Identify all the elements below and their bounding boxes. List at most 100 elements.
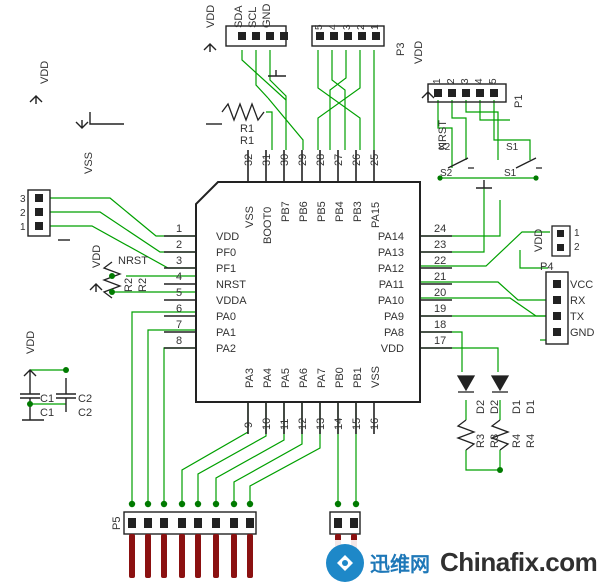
- c1b-label: C1: [40, 407, 54, 419]
- s1-label-bot: S1: [504, 168, 517, 179]
- wire-caps: [30, 369, 66, 405]
- r2-resistor-icon: [102, 261, 122, 299]
- power-symbols: [22, 43, 492, 421]
- p1-pins: [434, 89, 498, 97]
- d1-label-b: D1: [525, 400, 537, 414]
- pb-header: [329, 511, 361, 535]
- pin-num: 20: [434, 287, 446, 299]
- p2-pin-scl: SCL: [247, 7, 259, 28]
- vss-label: VSS: [83, 152, 95, 174]
- vdd-cap-arrow-icon: [23, 369, 37, 378]
- vdd-nrst-label: VDD: [91, 245, 103, 268]
- mcu-top-pins: 32 31 30 29 28 27 26 25 VSS BOOT0 PB7 PB…: [243, 154, 382, 244]
- p3-pins: [316, 32, 380, 40]
- switches: [447, 157, 542, 169]
- vdd-jumper-label: VDD: [533, 229, 545, 252]
- vdd-cap-label: VDD: [25, 331, 37, 354]
- watermark: 迅维网 Chinafix.com: [320, 540, 600, 585]
- p2-pins: [238, 32, 288, 40]
- pin-label: PB6: [298, 201, 310, 222]
- r2-label-b: R2: [137, 278, 149, 292]
- p2-pin-sda: SDA: [233, 5, 245, 28]
- pin-label: PA3: [244, 368, 256, 388]
- wire-r1: [266, 111, 273, 150]
- p3-pin: 4: [328, 24, 339, 30]
- left-hdr-pin: 1: [20, 222, 26, 233]
- pin-num: 7: [176, 319, 182, 331]
- led-d1-icon: [490, 375, 510, 392]
- p2-pin-vdd: VDD: [205, 5, 217, 28]
- pin-label: PB0: [334, 367, 346, 388]
- led-d2-icon: [456, 375, 476, 392]
- pin-num: 18: [434, 319, 446, 331]
- wire-pa14: [420, 200, 501, 237]
- p4-pin-rx: RX: [570, 295, 586, 307]
- pin-num: 8: [176, 335, 182, 347]
- pin-label: PA6: [298, 368, 310, 388]
- wire-p1-5: [493, 100, 531, 160]
- pin-label: VDD: [381, 343, 404, 355]
- p3-pin: 5: [314, 24, 325, 30]
- p3-label: P3: [395, 43, 407, 56]
- wire-pa1: [147, 329, 196, 504]
- r3-label-a: R3: [475, 434, 487, 448]
- vdd-arrow-icon: [29, 95, 43, 104]
- pin-label: PA12: [378, 263, 404, 275]
- wire-sda-b: [267, 97, 304, 150]
- gnd-p2-icon: [268, 70, 286, 77]
- p4-pin-gnd: GND: [570, 327, 595, 339]
- pin-num: 24: [434, 223, 446, 235]
- pin-label: NRST: [216, 279, 246, 291]
- pin-label: VDDA: [216, 295, 247, 307]
- pin-num: 28: [315, 154, 327, 166]
- r3-label-b: R3: [489, 434, 501, 448]
- leds: [456, 375, 510, 393]
- mcu-left-pins: 1 2 3 4 5 6 7 8 VDD PF0 PF1 NRST VDDA PA…: [176, 223, 247, 355]
- pin-label: PB4: [334, 201, 346, 222]
- wire-p3-3: [329, 50, 347, 150]
- wire-p3-5: [317, 50, 361, 150]
- pin-label: BOOT0: [262, 207, 274, 244]
- s1-label-top: S1: [506, 142, 519, 153]
- pin-label: PA7: [316, 368, 328, 388]
- pin-label: PA8: [384, 327, 404, 339]
- wire-vdd-p2: [241, 50, 287, 101]
- mcu-body: [195, 181, 421, 403]
- wire-p1-4: [479, 100, 510, 121]
- wire-sda-a: [255, 50, 269, 99]
- s2-label-bot: S2: [440, 168, 453, 179]
- wire-pa12: [420, 231, 550, 267]
- nrst-label-left: NRST: [118, 255, 148, 267]
- pin-num: 22: [434, 255, 446, 267]
- r4-label-b: R4: [525, 434, 537, 448]
- pin-label: PB3: [352, 201, 364, 222]
- wire-scl: [269, 50, 287, 150]
- pin-label: PA4: [262, 368, 274, 388]
- pin-num: 9: [243, 422, 255, 428]
- pin-num: 25: [369, 154, 381, 166]
- vdd-label: VDD: [39, 61, 51, 84]
- wire-hdr-3: [50, 197, 196, 237]
- switch-s1-icon: [515, 157, 542, 169]
- p1-header: [427, 83, 507, 103]
- r2-label-a: R2: [123, 278, 135, 292]
- pb-pins: [334, 518, 358, 528]
- junction-dots: [27, 175, 539, 508]
- c2-label-a: C2: [78, 393, 92, 405]
- r1-label-a: R1: [240, 123, 254, 135]
- pin-num: 31: [261, 154, 273, 166]
- vss-wire-icon: [89, 112, 124, 125]
- wire-led-return: [465, 450, 501, 471]
- vss-arrow-icon: [75, 120, 89, 129]
- pin-num: 2: [176, 239, 182, 251]
- pin-label: VDD: [216, 231, 239, 243]
- pin-num: 26: [351, 154, 363, 166]
- wire-jumper: [519, 250, 548, 269]
- wire-pa13: [420, 188, 485, 253]
- capacitors: [20, 378, 76, 420]
- pin-label: PA9: [384, 311, 404, 323]
- wire-pa11: [420, 281, 546, 301]
- pin-label: PB1: [352, 367, 364, 388]
- pin-num: 10: [261, 418, 273, 430]
